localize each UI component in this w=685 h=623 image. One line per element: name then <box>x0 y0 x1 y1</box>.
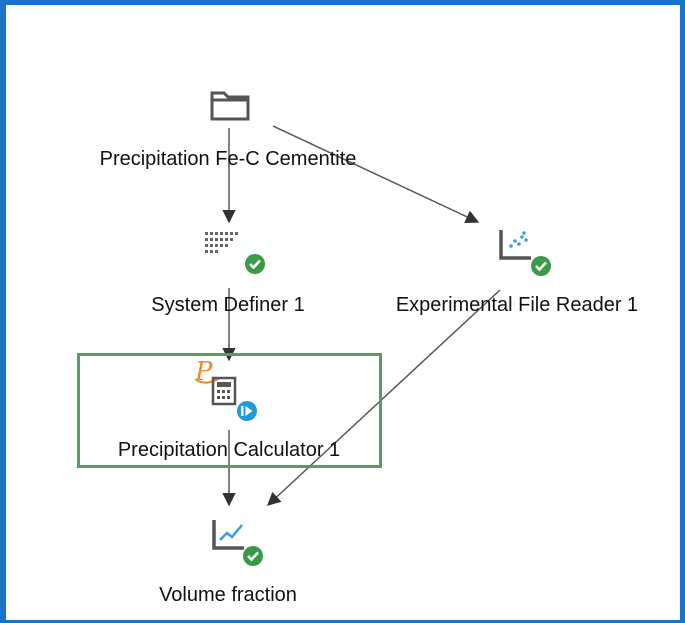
status-done-icon <box>243 546 263 566</box>
run-status-icon <box>237 401 257 421</box>
node-label: System Definer 1 <box>151 294 305 316</box>
experimental-file-icon <box>499 230 531 260</box>
node-label: Precipitation Fe-C Cementite <box>99 148 357 170</box>
svg-text:P: P <box>195 358 213 387</box>
node-label: Experimental File Reader 1 <box>395 294 639 316</box>
status-done-icon <box>531 256 551 276</box>
selection-box <box>77 353 382 468</box>
plot-icon <box>212 520 244 550</box>
system-definer-icon <box>205 232 238 253</box>
status-done-icon <box>245 254 265 274</box>
folder-icon <box>210 91 250 121</box>
node-label: Precipitation Calculator 1 <box>117 439 341 461</box>
node-label: Volume fraction <box>159 584 297 606</box>
precipitation-calculator-icon: P <box>195 358 237 406</box>
